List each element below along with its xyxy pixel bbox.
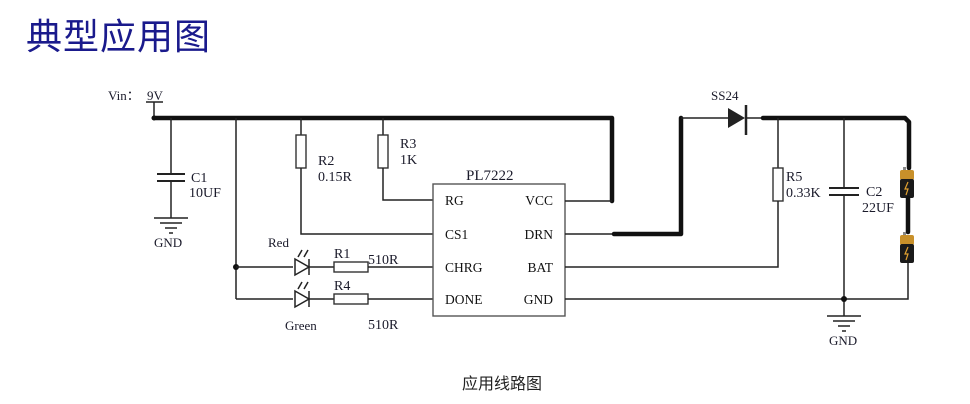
battery-icon bbox=[900, 167, 914, 198]
r4-ref: R4 bbox=[334, 279, 350, 294]
ground-icon bbox=[154, 217, 188, 234]
led-icon-green bbox=[294, 281, 311, 309]
diode-icon bbox=[728, 105, 748, 135]
c2-value: 22UF bbox=[862, 201, 894, 216]
figure-caption: 应用线路图 bbox=[461, 374, 542, 393]
diode-ref: SS24 bbox=[711, 88, 739, 103]
vin-junction bbox=[151, 115, 157, 121]
r3-to-rg-wire bbox=[382, 168, 433, 201]
drn-bold-wire bbox=[611, 115, 684, 237]
ground-icon bbox=[827, 315, 861, 332]
r1-value: 510R bbox=[368, 253, 399, 268]
r2-value: 0.15R bbox=[318, 170, 353, 185]
ic-body bbox=[432, 183, 566, 317]
ic-pin-rg: RG bbox=[445, 193, 464, 208]
vin-bus bbox=[151, 115, 615, 204]
r4-value: 510R bbox=[368, 318, 399, 333]
ic-pin-gnd: GND bbox=[524, 292, 553, 307]
r3-value: 1K bbox=[400, 153, 417, 168]
r5-resistor bbox=[772, 167, 784, 202]
led-green-label: Green bbox=[285, 318, 317, 333]
r4-resistor bbox=[333, 293, 369, 305]
output-bus bbox=[760, 115, 912, 171]
r2-resistor bbox=[295, 134, 307, 169]
r2-to-cs1-wire bbox=[300, 168, 433, 235]
ic-pin-chrg: CHRG bbox=[445, 260, 483, 275]
ic-pin-done: DONE bbox=[445, 292, 483, 307]
c1-value: 10UF bbox=[189, 186, 221, 201]
gnd-junction bbox=[841, 296, 847, 302]
ic-pin-drn: DRN bbox=[524, 227, 553, 242]
led-red-label: Red bbox=[268, 235, 289, 250]
ic-pin-bat: BAT bbox=[527, 260, 553, 275]
r1-resistor bbox=[333, 261, 369, 273]
r1-ref: R1 bbox=[334, 247, 350, 262]
vin-value: 9V bbox=[147, 88, 164, 103]
r5-ref: R5 bbox=[786, 170, 802, 185]
r3-ref: R3 bbox=[400, 137, 416, 152]
vin-label: Vin： bbox=[108, 88, 140, 103]
r5-value: 0.33K bbox=[786, 186, 821, 201]
page-title: 典型应用图 bbox=[26, 17, 212, 58]
c1-ref: C1 bbox=[191, 171, 207, 186]
r3-resistor bbox=[377, 134, 389, 169]
c2-ref: C2 bbox=[866, 185, 882, 200]
ic-name: PL7222 bbox=[466, 168, 514, 184]
ic-pin-cs1: CS1 bbox=[445, 227, 468, 242]
led-icon-red bbox=[294, 249, 311, 277]
gnd-label-left: GND bbox=[154, 235, 182, 250]
battery-return-wire bbox=[844, 263, 909, 300]
battery-icon bbox=[900, 232, 914, 263]
r5-to-bat-wire bbox=[565, 201, 779, 268]
r2-ref: R2 bbox=[318, 154, 334, 169]
ic-pin-vcc: VCC bbox=[525, 193, 553, 208]
gnd-label-right: GND bbox=[829, 333, 857, 348]
